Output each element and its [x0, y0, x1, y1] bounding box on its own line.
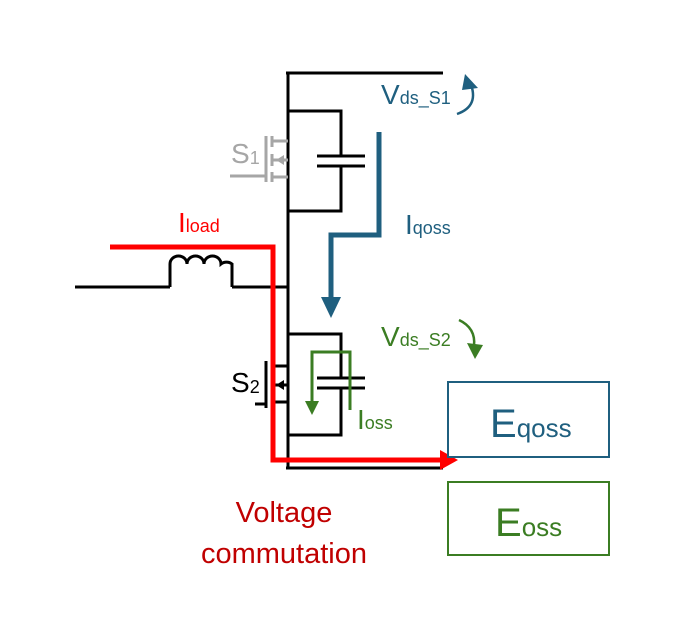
svg-text:Eoss: Eoss [495, 501, 562, 545]
load-current-path [110, 244, 458, 470]
ioss-loop [305, 350, 352, 415]
svg-text:Eqoss: Eqoss [490, 402, 572, 446]
ioss-label: Ioss [357, 404, 393, 435]
vds-s2-label: Vds_S2 [381, 321, 451, 352]
s2-mosfet-arrow [276, 380, 284, 390]
ioss-arrowhead [305, 401, 319, 415]
vds-s2-arrow [458, 318, 483, 359]
inductor-coil [168, 254, 234, 287]
s1-mosfet-arrow [276, 155, 284, 165]
s1-cap-branch-bottom [288, 166, 343, 213]
caption-line2: commutation [201, 538, 367, 570]
s1-mosfet [230, 136, 288, 182]
iqoss-line [328, 132, 382, 302]
eoss-box: Eoss [447, 481, 610, 556]
iload-label: Iload [178, 207, 220, 238]
load-current-arrowhead [440, 450, 458, 470]
load-current-line [110, 244, 446, 463]
iqoss-path [321, 132, 382, 318]
s2-label: S2 [231, 367, 260, 398]
vds-s1-label: Vds_S1 [381, 79, 451, 110]
s1-label: S1 [231, 138, 260, 169]
circuit-wiring [75, 71, 443, 470]
s2-cap-branch-bottom [288, 388, 343, 437]
s1-cap-branch [288, 109, 343, 156]
vds-s1-arrow [456, 74, 478, 116]
caption-line1: Voltage [236, 497, 333, 529]
eqoss-box: Eqoss [447, 381, 610, 458]
iqoss-arrowhead [321, 297, 341, 318]
iqoss-label: Iqoss [405, 209, 451, 240]
s2-cap-branch [288, 332, 343, 378]
ioss-line [310, 350, 352, 410]
